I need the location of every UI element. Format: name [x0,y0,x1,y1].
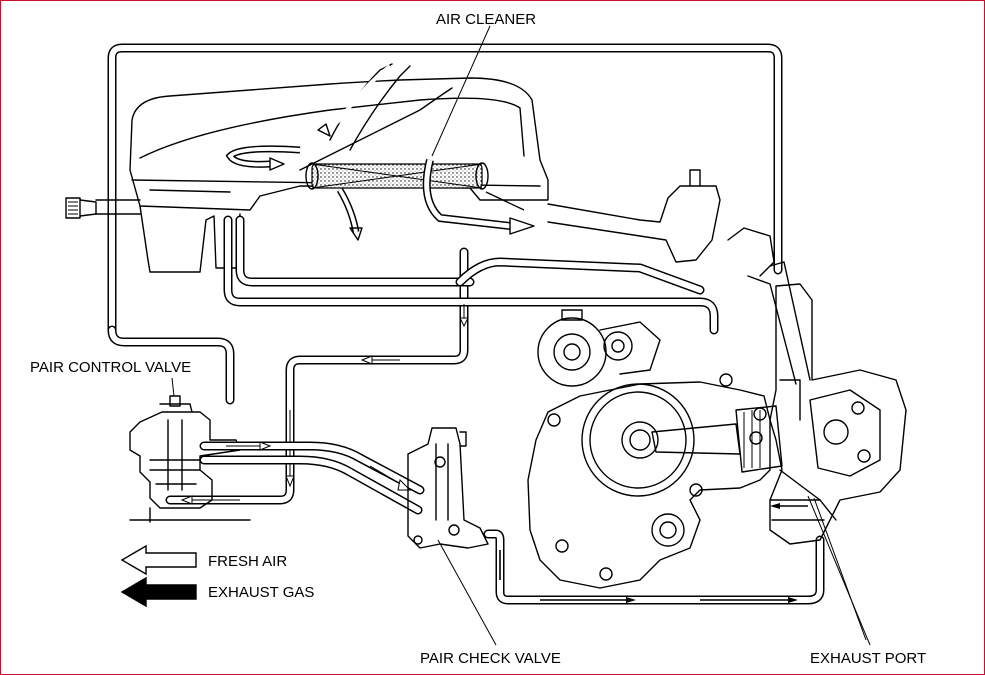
fresh-air-flow-arrows [225,64,535,241]
intake-runner [747,261,811,385]
legend: FRESH AIR EXHAUST GAS [120,544,314,608]
starter-motor [537,309,661,387]
pair-check-valve-label: PAIR CHECK VALVE [420,650,561,667]
leader-lines [171,25,871,646]
cylinder-head [769,283,907,545]
exhaust-return-pipe [483,529,825,605]
air-cleaner-label: AIR CLEANER [436,11,536,28]
exhaust-port-label: EXHAUST PORT [810,650,926,667]
legend-exhaust-gas: EXHAUST GAS [208,584,314,601]
fresh-air-hoses [165,215,719,505]
engine-crankcase [527,373,771,589]
pair-control-valve-label: PAIR CONTROL VALVE [30,359,191,376]
outer-vacuum-hose [107,43,783,405]
air-cleaner-housing [65,63,549,273]
throttle-body [547,169,775,277]
air-filter-element [305,162,489,190]
valve-connecting-hose [199,441,425,515]
legend-fresh-air: FRESH AIR [208,553,287,570]
pair-check-valve [407,427,489,549]
exhaust-gas-arrow-icon [120,576,197,608]
piston-and-rod [651,405,783,473]
fresh-air-arrow-icon [120,544,197,576]
pair-control-valve [129,395,251,523]
